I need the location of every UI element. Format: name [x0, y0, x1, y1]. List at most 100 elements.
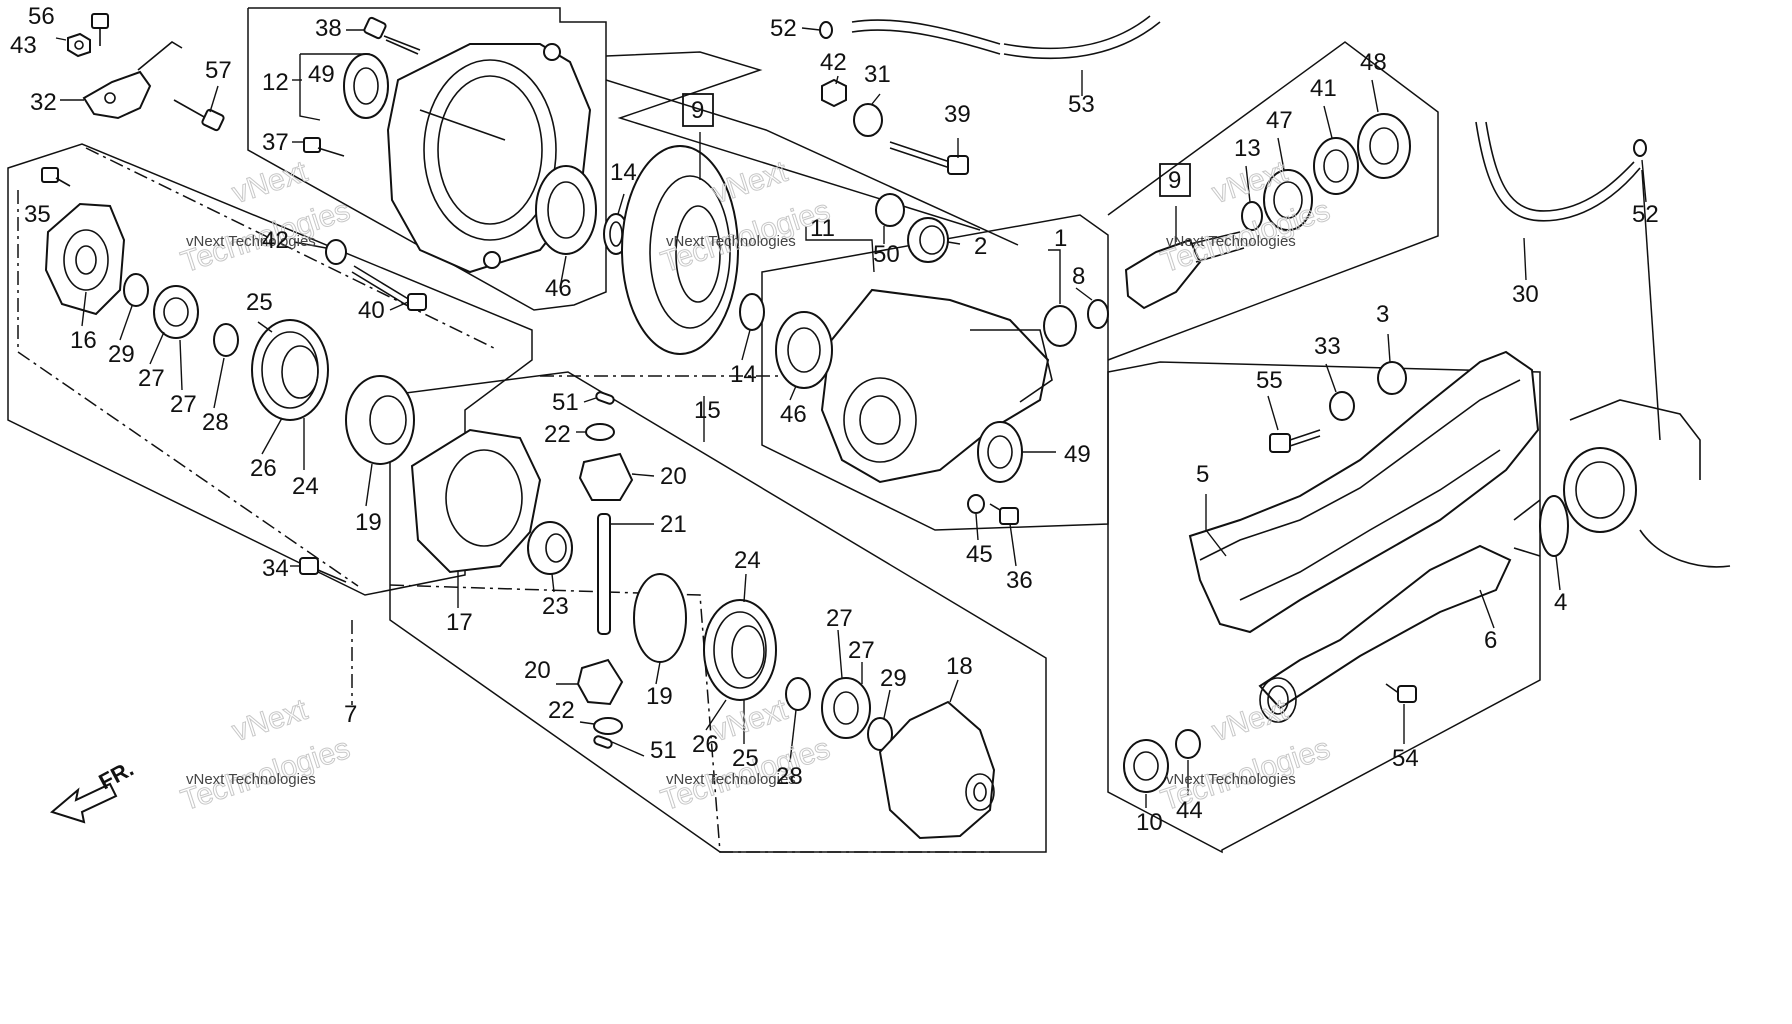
pin-51-bottom [593, 735, 613, 749]
part-number-label: 20 [524, 657, 551, 684]
part-callout-12: 12 [262, 69, 289, 96]
frame-differential-left [7, 143, 533, 596]
part-callout-27: 27 [848, 637, 875, 664]
part-number-label: 10 [1136, 809, 1163, 836]
shim-13 [1241, 201, 1263, 231]
part-number-label: 53 [1068, 91, 1095, 118]
part-callout-11: 11 [810, 215, 835, 242]
part-number-label: 21 [660, 511, 687, 538]
part-number-label: 47 [1266, 107, 1293, 134]
ring-8 [1087, 299, 1109, 329]
part-callout-26: 26 [250, 455, 277, 482]
part-number-label: 52 [1632, 201, 1659, 228]
part-callout-16: 16 [70, 327, 97, 354]
side-gear-19-mid [633, 573, 687, 663]
part-callout-53: 53 [1068, 91, 1095, 118]
shim-28-mid [785, 677, 811, 711]
part-callout-19: 19 [646, 683, 673, 710]
pinion-20-bottom [576, 658, 624, 706]
collar-33 [1329, 391, 1355, 421]
part-callout-42: 42 [820, 49, 847, 76]
bearing-46-top [535, 165, 597, 255]
part-callout-4: 4 [1554, 589, 1567, 616]
nut-43 [67, 32, 91, 58]
part-callout-52: 52 [1632, 201, 1659, 228]
frame-link-upper [605, 51, 981, 231]
part-number-label: 1 [1054, 225, 1067, 252]
watermark-caption: vNext Technologies [186, 233, 316, 250]
part-number-label: 22 [544, 421, 571, 448]
shim-28-left [213, 323, 239, 357]
watermark-line1: vNext [708, 693, 792, 748]
nut-42-top [821, 78, 847, 108]
frame-pinion-group [1107, 41, 1439, 361]
pin-51-top [595, 391, 615, 405]
part-number-label: 20 [660, 463, 687, 490]
bearing-48 [1357, 113, 1411, 179]
frame-link-right [1641, 169, 1661, 441]
collar-2 [907, 217, 949, 263]
part-callout-51: 51 [552, 389, 579, 416]
oring-50 [875, 193, 905, 227]
pinion-gear-9 [1124, 231, 1245, 310]
cap-18 [878, 700, 996, 840]
plate-27-mid [821, 677, 871, 739]
part-number-label: 19 [355, 509, 382, 536]
part-number-label: 28 [776, 763, 803, 790]
bracket-32 [82, 41, 183, 120]
part-number-label: 52 [770, 15, 797, 42]
bolt-57 [173, 99, 225, 132]
bolt-37 [303, 137, 345, 157]
joint-housing [1563, 399, 1731, 568]
seal-49-mid [977, 421, 1023, 483]
part-callout-26: 26 [692, 731, 719, 758]
part-number-label: 55 [1256, 367, 1283, 394]
part-callout-13: 13 [1234, 135, 1261, 162]
part-callout-29: 29 [108, 341, 135, 368]
part-number-label: 14 [610, 159, 637, 186]
part-number-label: 12 [262, 69, 289, 96]
part-number-label: 34 [262, 555, 289, 582]
watermark-line1: vNext [708, 155, 792, 210]
part-callout-38: 38 [315, 15, 342, 42]
watermark-line1: vNext [228, 693, 312, 748]
shim-29-left [123, 273, 149, 307]
part-number-label: 49 [308, 61, 335, 88]
washer-22-bottom [593, 717, 623, 735]
part-number-label: 41 [1310, 75, 1337, 102]
part-callout-23: 23 [542, 593, 569, 620]
part-callout-14: 14 [730, 361, 757, 388]
part-callout-19: 19 [355, 509, 382, 536]
clutch-pack-left [251, 319, 329, 421]
part-number-label: 43 [10, 32, 37, 59]
part-callout-41: 41 [1310, 75, 1337, 102]
part-number-label: 57 [205, 57, 232, 84]
plate-27-left [153, 285, 199, 339]
part-number-label: 40 [358, 297, 385, 324]
part-number-label: 36 [1006, 567, 1033, 594]
part-callout-25: 25 [732, 745, 759, 772]
part-callout-49: 49 [1064, 441, 1091, 468]
part-callout-1: 1 [1054, 225, 1067, 252]
part-number-label: 26 [250, 455, 277, 482]
part-callout-50: 50 [873, 241, 900, 268]
washer-45 [967, 494, 985, 514]
part-number-label: 42 [820, 49, 847, 76]
watermark-caption: vNext Technologies [186, 771, 316, 788]
part-number-label: 26 [692, 731, 719, 758]
bolt-55 [1269, 429, 1321, 453]
clip-52-right [1633, 139, 1647, 157]
part-number-label: 27 [138, 365, 165, 392]
shim-14-mid [739, 293, 765, 331]
part-callout-28: 28 [202, 409, 229, 436]
part-number-label: 17 [446, 609, 473, 636]
clip-52-top [819, 21, 833, 39]
side-gear-19-left [345, 375, 415, 465]
part-number-label: 9 [691, 97, 704, 124]
part-callout-36: 36 [1006, 567, 1033, 594]
part-number-label: 42 [262, 227, 289, 254]
part-number-label: 24 [734, 547, 761, 574]
bolt-40 [351, 265, 427, 311]
